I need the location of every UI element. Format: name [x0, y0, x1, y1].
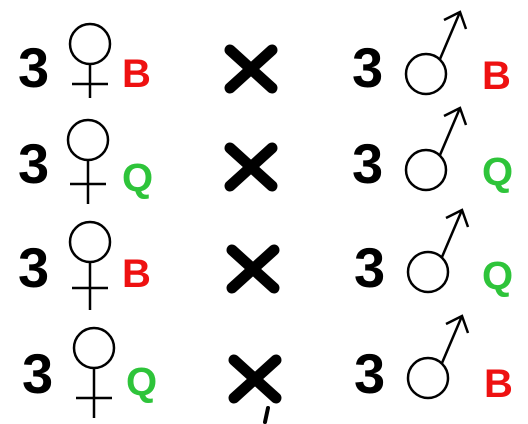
male-icon — [404, 202, 474, 298]
female-genotype: Q — [122, 156, 154, 200]
female-genotype: B — [122, 252, 151, 296]
female-count: 3 — [22, 342, 54, 405]
cross-icon — [226, 244, 280, 294]
female-count: 3 — [18, 132, 50, 195]
male-icon — [404, 308, 474, 404]
cross-row-4: 3 Q 3 B — [0, 300, 528, 424]
female-count: 3 — [18, 236, 50, 299]
cross-row-1: 3 B 3 B — [0, 0, 528, 100]
female-icon — [68, 326, 128, 418]
male-genotype: B — [484, 362, 513, 406]
male-genotype: B — [482, 54, 511, 98]
female-icon — [62, 118, 122, 204]
female-genotype: Q — [126, 360, 158, 404]
mark — [262, 406, 272, 424]
cross-row-3: 3 B 3 Q — [0, 200, 528, 310]
female-genotype: B — [122, 52, 151, 96]
cross-row-2: 3 Q 3 Q — [0, 100, 528, 204]
male-count: 3 — [354, 236, 386, 299]
male-genotype: Q — [482, 254, 514, 298]
male-count: 3 — [352, 132, 384, 195]
male-icon — [402, 100, 472, 196]
male-genotype: Q — [482, 150, 514, 194]
male-count: 3 — [354, 342, 386, 405]
cross-icon — [224, 142, 278, 192]
male-icon — [402, 4, 472, 100]
cross-icon — [228, 354, 282, 404]
female-icon — [64, 220, 124, 310]
cross-icon — [224, 44, 278, 94]
female-icon — [64, 22, 124, 98]
male-count: 3 — [352, 36, 384, 99]
female-count: 3 — [18, 36, 50, 99]
